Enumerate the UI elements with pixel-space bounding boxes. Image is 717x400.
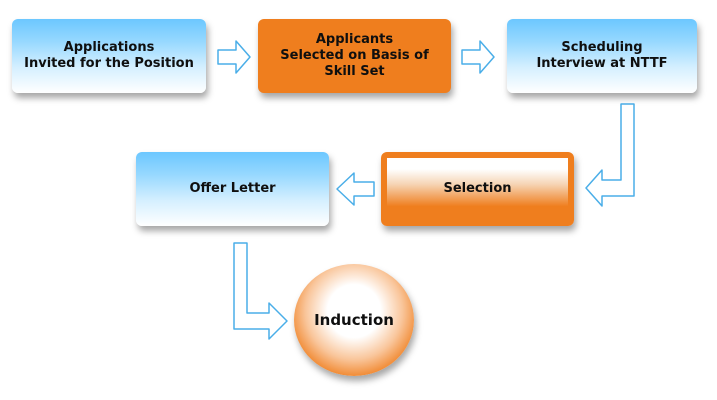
applications-label: Applications Invited for the Position [24,40,194,71]
arrow-elbow-down-left [585,103,635,207]
selection-label: Selection [443,181,512,196]
arrow-elbow-down-right [233,242,288,340]
induction-label: Induction [314,311,394,329]
arrow-right-1 [217,40,251,74]
induction-node: Induction [294,264,414,376]
arrow-left [336,172,375,206]
scheduling-label: Scheduling Interview at NTTF [536,40,668,71]
scheduling-node: Scheduling Interview at NTTF [507,19,697,93]
offer-letter-label: Offer Letter [189,181,276,196]
applicants-selected-label: Applicants Selected on Basis of Skill Se… [280,32,429,79]
offer-letter-node: Offer Letter [136,152,329,226]
selection-node: Selection [381,152,574,226]
applicants-selected-node: Applicants Selected on Basis of Skill Se… [258,19,451,93]
arrow-right-2 [461,40,495,74]
applications-node: Applications Invited for the Position [12,19,206,93]
